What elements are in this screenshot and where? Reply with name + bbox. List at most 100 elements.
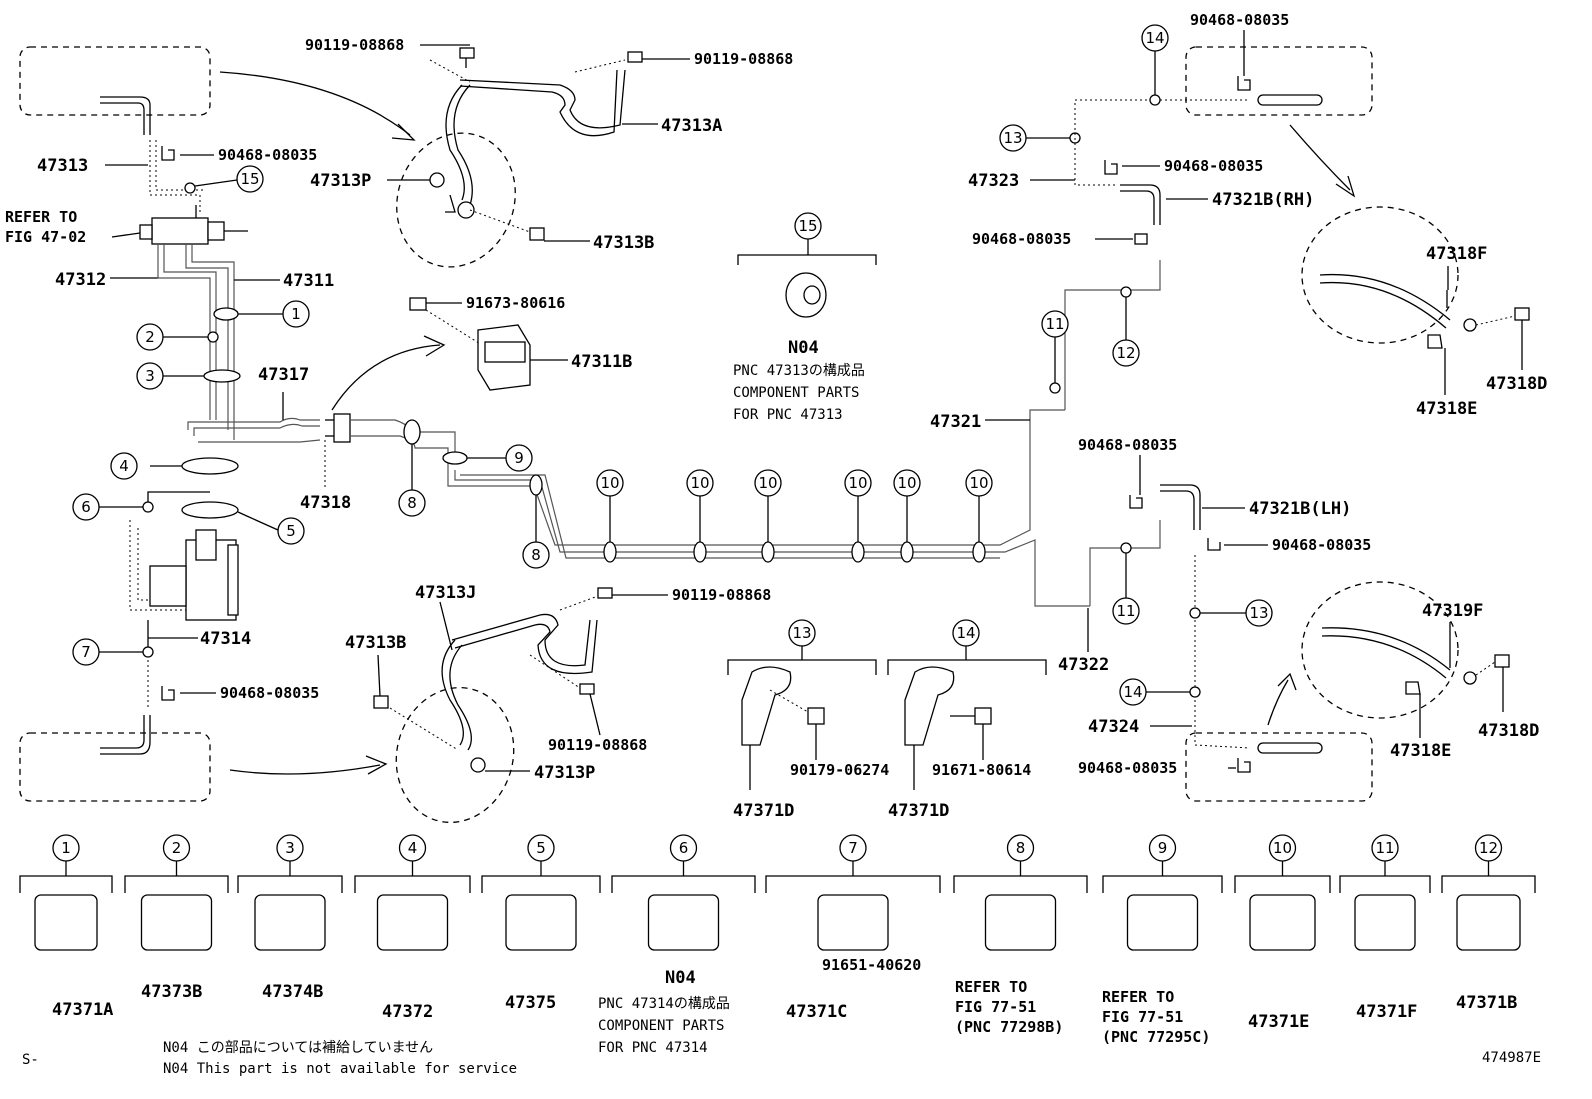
callout-5-text: 5: [286, 522, 296, 540]
callout-10-e[interactable]: [893, 469, 921, 497]
callout-7-text: 7: [81, 643, 91, 661]
callout-3[interactable]: [136, 362, 164, 390]
clamp-47371d-b: [904, 666, 955, 746]
clip-lh-top-label: 90468-08035: [1078, 436, 1177, 454]
part-90468-08035-label-a: 90468-08035: [218, 146, 317, 164]
part-47321b-lh-label: 47321B(LH): [1249, 499, 1351, 519]
callout-13-top-text: 13: [1003, 129, 1022, 147]
part-47321b-rh-label: 47321B(RH): [1212, 190, 1314, 210]
callout-10-b[interactable]: [686, 469, 714, 497]
callout-8-bottom[interactable]: [522, 541, 550, 569]
legend-part-label-7: 47371C: [786, 1002, 847, 1022]
callout-8-top[interactable]: [398, 489, 426, 517]
callout-15-top-text: 15: [240, 170, 259, 188]
legend-callout-1-text: 1: [61, 839, 71, 857]
callout-15-top[interactable]: [236, 165, 264, 193]
callout-10-f-text: 10: [969, 474, 988, 492]
part-47323-label: 47323: [968, 171, 1019, 191]
callout-14-lh[interactable]: [1119, 678, 1147, 706]
callout-10-a[interactable]: [596, 469, 624, 497]
legend-bracket-9: [1102, 861, 1223, 893]
lh-rear-area-frame: [1185, 732, 1373, 802]
n04-label-a: N04: [788, 338, 819, 358]
legend-refer-label-9: REFER TO: [1102, 988, 1174, 1006]
clip-icon: [1207, 538, 1221, 551]
callout-5[interactable]: [277, 517, 305, 545]
legend-clamp-glyph-12: [1456, 894, 1521, 951]
legend-bracket-1: [19, 861, 113, 893]
legend-bracket-6: [611, 861, 756, 893]
refer-to-label: REFER TO: [5, 208, 77, 226]
legend-callout-2-text: 2: [172, 839, 182, 857]
legend-callout-8-text: 8: [1016, 839, 1026, 857]
fig-8-a: FIG 77-51: [955, 998, 1036, 1016]
legend-clamp-glyph-9: [1126, 894, 1199, 951]
pnc-47314-comp: COMPONENT PARTS: [598, 1018, 724, 1034]
legend-callout-10-text: 10: [1273, 839, 1292, 857]
callout-2[interactable]: [136, 323, 164, 351]
part-90119-08868-label-a: 90119-08868: [305, 36, 404, 54]
callout-10-d[interactable]: [844, 469, 872, 497]
callout-13-lh[interactable]: [1245, 599, 1273, 627]
legend-callout-6-text: 6: [679, 839, 689, 857]
legend-clamp-glyph-7: [817, 894, 889, 951]
callout-4[interactable]: [110, 452, 138, 480]
callout-7[interactable]: [72, 638, 100, 666]
callout-14-top-text: 14: [1145, 29, 1164, 47]
clip-lh-right-label: 90468-08035: [1272, 536, 1371, 554]
legend-bracket-7: [765, 861, 941, 893]
footer-note-en: N04 This part is not available for servi…: [163, 1061, 517, 1077]
callout-6[interactable]: [72, 493, 100, 521]
legend-callout-7-text: 7: [848, 839, 858, 857]
front-brake-area-frame: [19, 46, 211, 116]
callout-9[interactable]: [505, 444, 533, 472]
part-47314-label: 47314: [200, 629, 251, 649]
rear-flex-hose: [451, 613, 591, 667]
clamp-47371d-a: [741, 666, 792, 746]
part-47313-label: 47313: [37, 156, 88, 176]
main-brake-line: [447, 409, 1065, 546]
callout-13-lh-text: 13: [1249, 604, 1268, 622]
callout-12-text: 12: [1116, 344, 1135, 362]
clip-lh-bottom-label: 90468-08035: [1078, 759, 1177, 777]
legend-clamp-glyph-6: [647, 894, 720, 951]
legend-part-label-12: 47371B: [1456, 993, 1517, 1013]
part-47318e-label-a: 47318E: [1416, 399, 1477, 419]
part-47371d-label-b: 47371D: [888, 801, 949, 821]
legend-part-label-10: 47371E: [1248, 1012, 1309, 1032]
callout-11-top[interactable]: [1041, 310, 1069, 338]
legend-callout-5-text: 5: [536, 839, 546, 857]
callout-10-d-text: 10: [848, 474, 867, 492]
part-47321-label: 47321: [930, 412, 981, 432]
flow-arrow-bottom-left: [229, 764, 381, 775]
tube-end-front: [100, 96, 151, 135]
rh-wheel-area: [1301, 206, 1459, 344]
callout-10-f[interactable]: [965, 469, 993, 497]
clip-rh-top-label: 90468-08035: [1190, 11, 1289, 29]
legend-clamp-glyph-5: [505, 894, 577, 951]
legend-part-label-11: 47371F: [1356, 1002, 1417, 1022]
legend-bracket-12: [1441, 861, 1536, 893]
callout-11-bottom[interactable]: [1112, 597, 1140, 625]
part-47313b-label-a: 47313B: [593, 233, 654, 253]
callout-8-top-text: 8: [407, 494, 417, 512]
part-91651-40620-label: 91651-40620: [822, 956, 921, 974]
callout-3-text: 3: [145, 367, 155, 385]
part-47313p-label-b: 47313P: [534, 763, 595, 783]
front-flex-hose: [459, 69, 626, 129]
callout-10-e-text: 10: [897, 474, 916, 492]
callout-15-mid-text: 15: [798, 217, 817, 235]
part-90119-08868-label-c: 90119-08868: [672, 586, 771, 604]
front-wheel-area: [396, 132, 516, 268]
part-47324-label: 47324: [1088, 717, 1139, 737]
pnc-47314-jp: PNC 47314の構成品: [598, 996, 730, 1012]
lh-wheel-area: [1301, 581, 1459, 719]
callout-10-c[interactable]: [754, 469, 782, 497]
legend-part-label-1: 47371A: [52, 1000, 113, 1020]
callout-13-top[interactable]: [999, 124, 1027, 152]
part-47322-label: 47322: [1058, 655, 1109, 675]
part-47318e-label-b: 47318E: [1390, 741, 1451, 761]
callout-1[interactable]: [282, 300, 310, 328]
callout-12[interactable]: [1112, 339, 1140, 367]
